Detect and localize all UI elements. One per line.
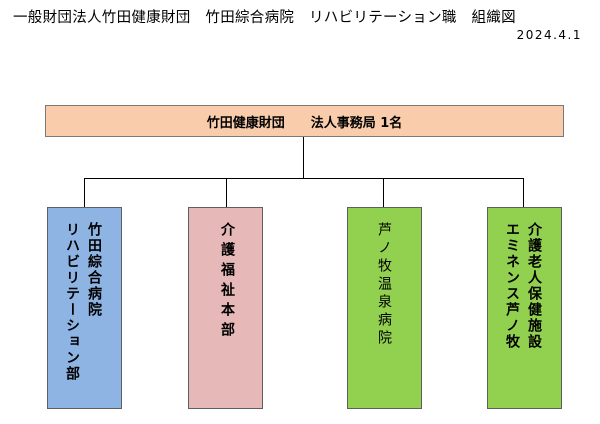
unit-box-ashinomaki-hospital: 芦ノ牧温泉病院 [347,207,422,409]
connector-drop-3 [383,178,384,207]
connector-drop-4 [523,178,524,207]
page-title: 一般財団法人竹田健康財団 竹田綜合病院 リハビリテーション職 組織図 [13,10,516,26]
connector-horizontal-bar [84,178,523,179]
unit-label-line: リハビリテーション部 [64,222,80,382]
connector-drop-2 [226,178,227,207]
connector-root-stem [303,137,304,179]
unit-box-rehabilitation: 竹田綜合病院 リハビリテーション部 [47,207,122,409]
unit-box-care-welfare: 介護福祉本部 [188,207,263,409]
unit-label-line: 介護福祉本部 [219,222,235,342]
org-chart-date: 2024.4.1 [516,28,582,42]
connector-drop-1 [84,178,85,207]
root-node: 竹田健康財団 法人事務局 1名 [45,105,564,137]
unit-label-line: エミネンス芦ノ牧 [504,222,520,350]
unit-label-line: 芦ノ牧温泉病院 [376,222,392,348]
unit-box-eminence-ashinomaki: 介護老人保健施設 エミネンス芦ノ牧 [487,207,562,409]
unit-label-line: 竹田綜合病院 [86,222,102,318]
unit-label-line: 介護老人保健施設 [526,222,542,350]
